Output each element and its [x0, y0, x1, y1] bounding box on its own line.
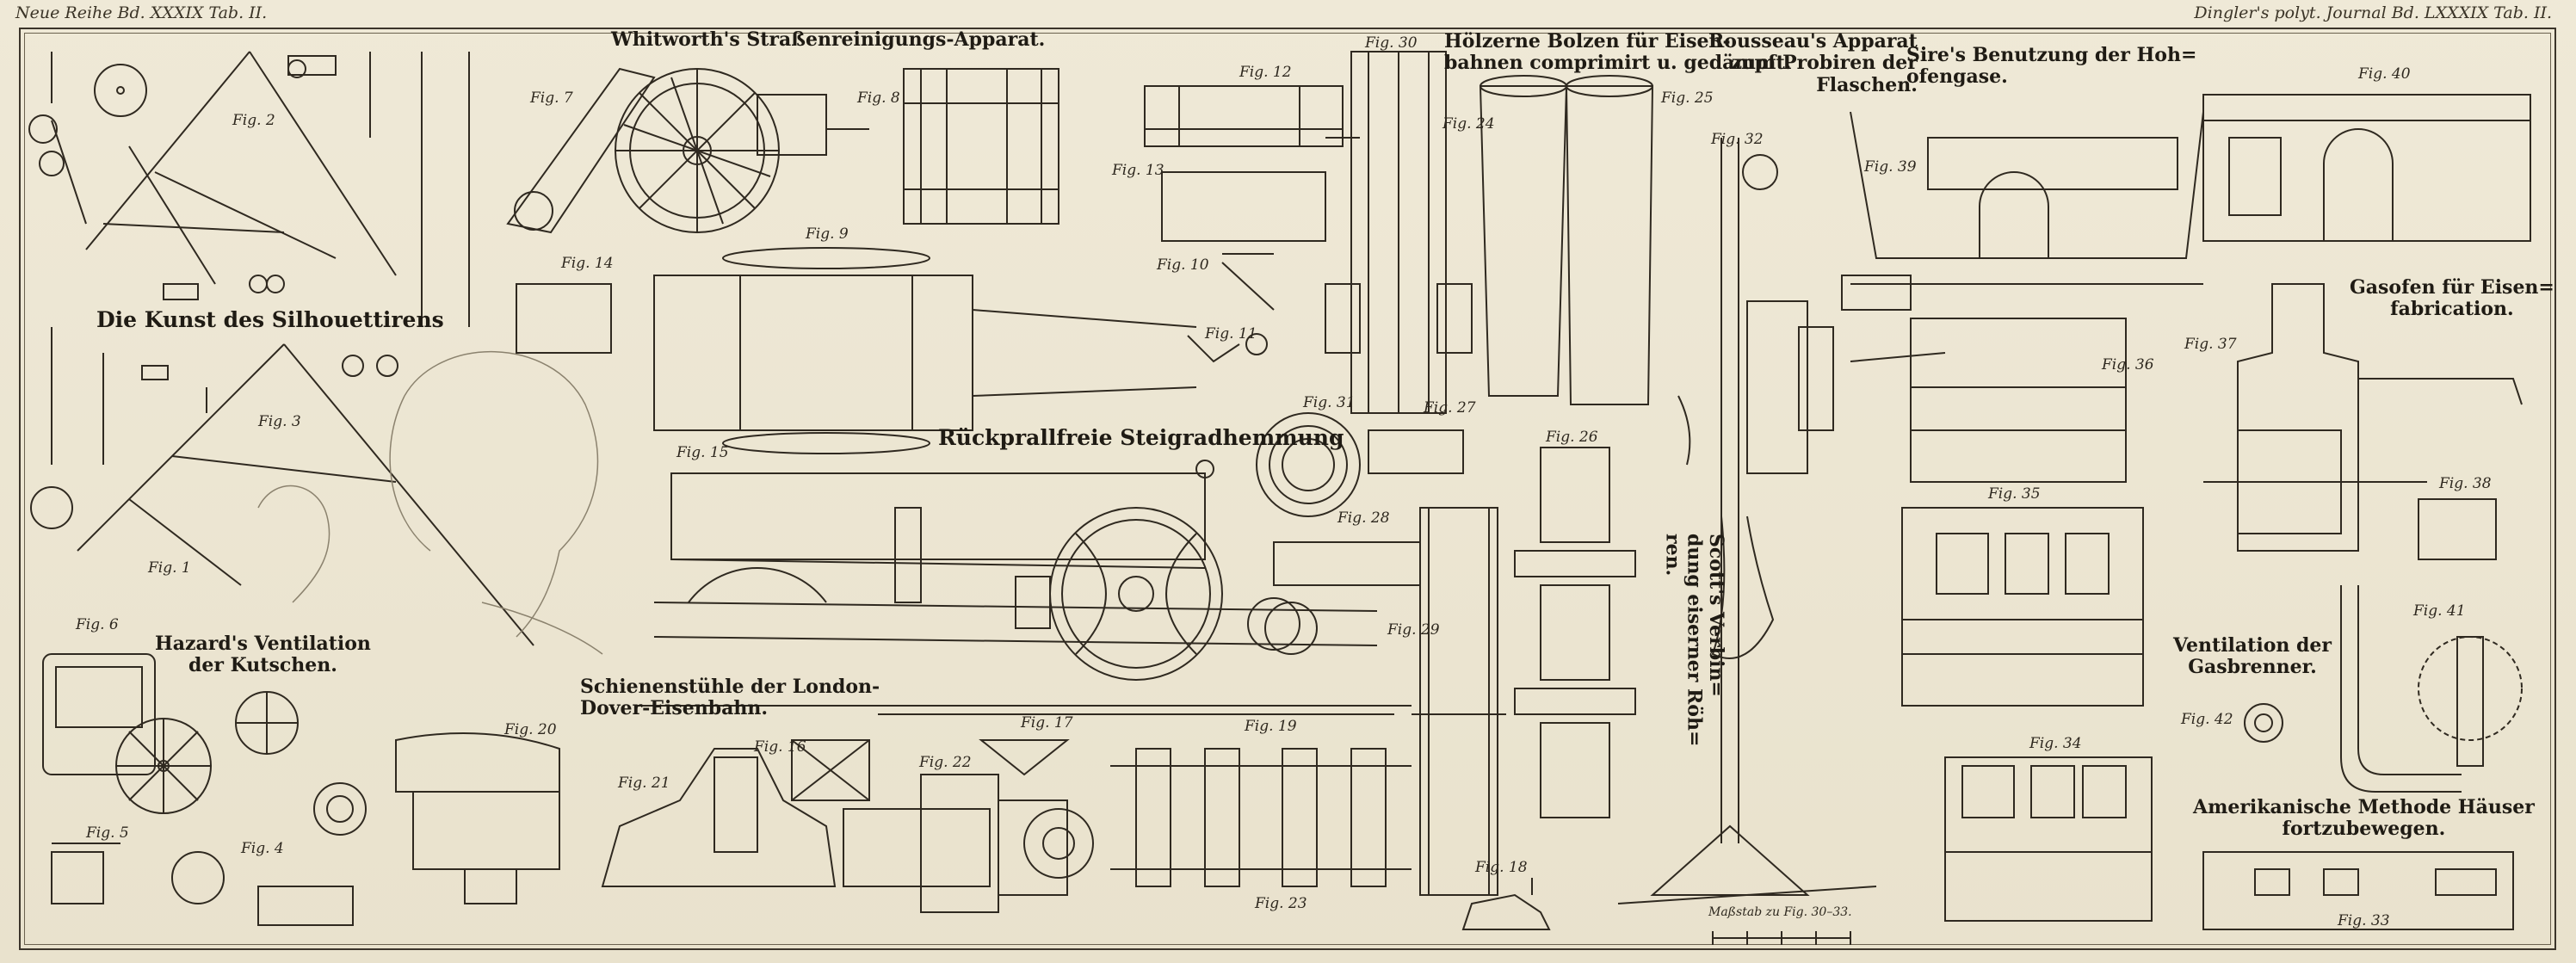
fig-label-24: Fig. 24	[1442, 115, 1495, 133]
sweeper-fig9	[516, 247, 1197, 454]
scale-bar	[1712, 931, 1851, 945]
pipe-fig26	[1514, 447, 1636, 818]
fig-label-32: Fig. 32	[1711, 131, 1764, 148]
fig-label-18: Fig. 18	[1475, 859, 1528, 876]
fig-label-34: Fig. 34	[2029, 735, 2082, 752]
sire-furnace-fig39	[1841, 111, 2204, 311]
plate-border	[19, 28, 2556, 950]
title-bolzen: Hölzerne Bolzen für Eisen- bahnen compri…	[1444, 30, 1792, 75]
fig-label-17: Fig. 17	[1021, 714, 1073, 732]
fig-label-6: Fig. 6	[76, 616, 119, 633]
cart-fig12-13	[1144, 85, 1360, 363]
fig-label-11: Fig. 11	[1205, 325, 1257, 343]
pantograph-fig2	[28, 51, 470, 327]
gas-furnace-fig37	[2203, 283, 2523, 560]
house-moving-fig33	[2202, 851, 2514, 930]
fig-label-26: Fig. 26	[1546, 429, 1598, 446]
title-scott: Scott's Verbin= dung eiserner Röh= ren.	[1661, 534, 1727, 747]
title-schienen: Schienenstühle der London- Dover-Eisenba…	[580, 676, 880, 720]
pipe-fig29	[1412, 507, 1506, 896]
track-fig17-19	[979, 739, 1412, 887]
fig-label-5: Fig. 5	[86, 824, 129, 842]
header-right: Dingler's polyt. Journal Bd. LXXXIX Tab.…	[2194, 3, 2552, 22]
fig-label-42: Fig. 42	[2181, 711, 2233, 728]
fig-label-9: Fig. 9	[806, 225, 849, 243]
fig-label-22: Fig. 22	[919, 754, 972, 771]
fig-label-13: Fig. 13	[1112, 162, 1164, 179]
bolts-fig24-25	[1479, 75, 1654, 405]
fig-label-14: Fig. 14	[561, 255, 614, 272]
fig-label-29: Fig. 29	[1387, 621, 1440, 639]
silhouette-heads	[257, 351, 603, 655]
title-amerikanisch: Amerikanische Methode Häuser fortzubeweg…	[2193, 796, 2535, 841]
carriage-fig6	[42, 653, 367, 926]
fig-label-8: Fig. 8	[857, 90, 900, 107]
fig-label-31: Fig. 31	[1303, 394, 1356, 411]
fig-label-25: Fig. 25	[1661, 90, 1714, 107]
fig-label-15: Fig. 15	[676, 444, 729, 461]
fig-label-21: Fig. 21	[618, 775, 670, 792]
title-whitworth: Whitworth's Straßenreinigungs-Apparat.	[611, 28, 1046, 51]
plate-inner-border	[24, 33, 2551, 945]
fig-label-39: Fig. 39	[1864, 158, 1917, 176]
title-hazard: Hazard's Ventilation der Kutschen.	[155, 633, 371, 677]
fig-label-4: Fig. 4	[241, 840, 284, 857]
rail-chairs-fig20-23	[395, 732, 1094, 913]
fig-label-41: Fig. 41	[2413, 602, 2466, 620]
title-gasofen: Gasofen für Eisen= fabrication.	[2350, 276, 2554, 321]
fig-label-23: Fig. 23	[1255, 895, 1307, 912]
scale-note: Maßstab zu Fig. 30–33.	[1708, 905, 1852, 919]
fig-label-3: Fig. 3	[258, 413, 301, 430]
fig-label-38: Fig. 38	[2439, 475, 2492, 492]
fig-label-37: Fig. 37	[2184, 336, 2237, 353]
sire-furnace-fig40	[2202, 94, 2531, 242]
pantograph-fig3	[30, 327, 534, 646]
fig-label-40: Fig. 40	[2358, 65, 2411, 83]
fig-label-36: Fig. 36	[2102, 356, 2154, 373]
fig-label-20: Fig. 20	[504, 721, 557, 738]
sweeper-fig7	[506, 67, 869, 234]
fig-label-33: Fig. 33	[2338, 912, 2390, 929]
header-left: Neue Reihe Bd. XXXIX Tab. II.	[15, 3, 268, 22]
gas-burner-fig41-42	[2244, 585, 2523, 793]
fig-label-16: Fig. 16	[754, 738, 806, 756]
escapement-fig15	[637, 460, 1412, 715]
fig-label-19: Fig. 19	[1245, 718, 1297, 735]
fig-label-28: Fig. 28	[1337, 509, 1390, 527]
house-moving-fig34-36	[1901, 318, 2153, 922]
fig-label-30: Fig. 30	[1365, 34, 1418, 52]
press-fig18	[1461, 878, 1551, 930]
title-sire: Sire's Benutzung der Hoh= ofengase.	[1906, 44, 2197, 89]
fig-label-27: Fig. 27	[1424, 399, 1476, 417]
title-ventilation-gas: Ventilation der Gasbrenner.	[2173, 634, 2332, 679]
column-fig30	[1325, 51, 1473, 414]
rousseau-apparatus-fig32	[1617, 138, 1946, 904]
fig-label-10: Fig. 10	[1157, 256, 1209, 274]
fig-label-12: Fig. 12	[1239, 64, 1292, 81]
fig-label-1: Fig. 1	[148, 559, 191, 577]
title-rousseau: Rousseau's Apparat zum Probiren der Flas…	[1708, 30, 1918, 96]
fig-label-7: Fig. 7	[530, 90, 573, 107]
sweeper-fig8	[903, 68, 1059, 225]
title-steigrad: Rückprallfreie Steigradhemmung	[938, 425, 1344, 450]
fig-label-2: Fig. 2	[232, 112, 275, 129]
fig-label-35: Fig. 35	[1988, 485, 2041, 503]
title-silhouettes: Die Kunst des Silhouettirens	[96, 307, 444, 332]
